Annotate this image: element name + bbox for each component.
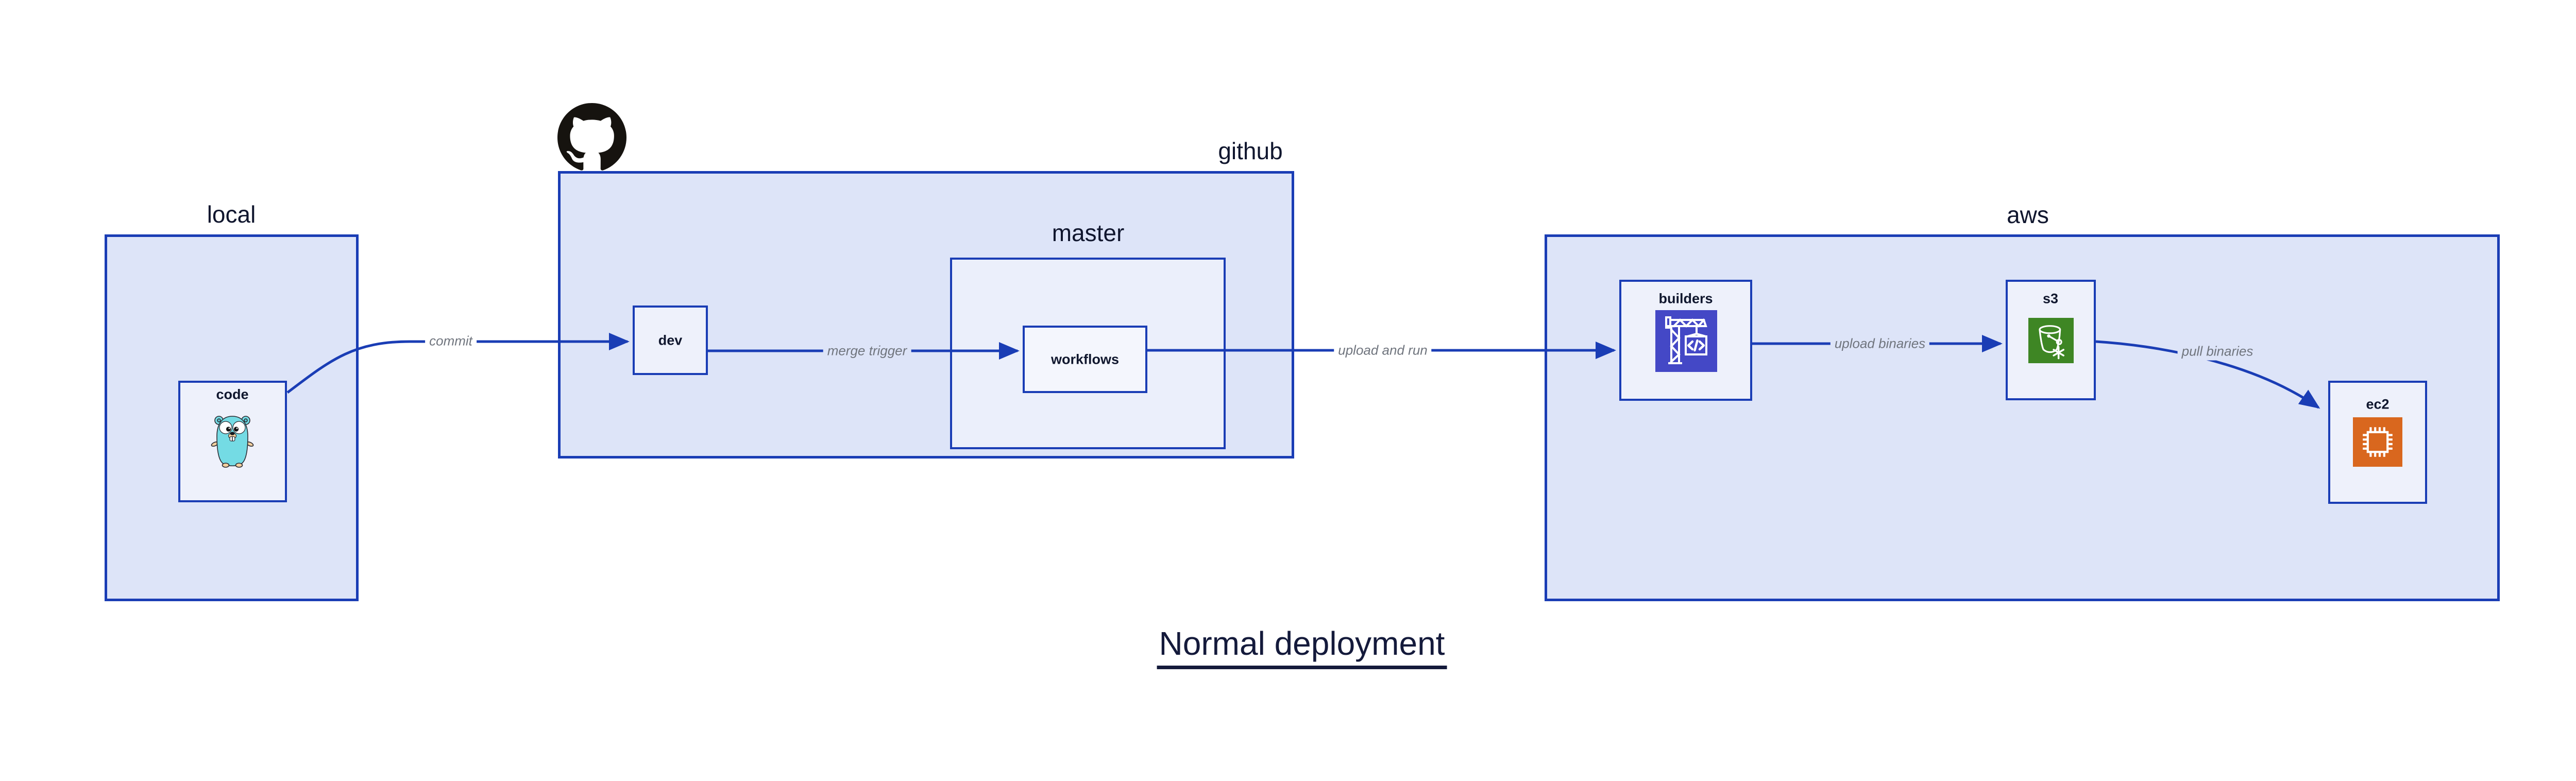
node-box-dev — [633, 305, 708, 375]
codebuild-crane-icon — [1655, 310, 1717, 372]
node-label-code: code — [216, 386, 249, 402]
node-label-dev: dev — [658, 332, 683, 348]
edge-label-pull-binaries: pull binaries — [2177, 342, 2258, 361]
node-label-workflows: workflows — [1050, 351, 1120, 367]
edge-label-commit: commit — [425, 332, 477, 350]
edge-label-merge-trigger: merge trigger — [823, 342, 911, 360]
group-label-github: github — [1218, 138, 1283, 164]
node-label-ec2: ec2 — [2366, 396, 2389, 412]
node-label-s3: s3 — [2042, 291, 2059, 307]
go-gopher-icon — [211, 416, 254, 468]
github-octocat-logo — [557, 103, 626, 171]
edge-label-upload-binaries: upload binaries — [1830, 334, 1930, 353]
ec2-chip-icon — [2353, 417, 2402, 467]
group-label-local: local — [207, 201, 256, 228]
group-label-aws: aws — [2007, 201, 2049, 228]
s3-glacier-bucket-icon — [2028, 318, 2074, 363]
edge-label-upload-and-run: upload and run — [1334, 341, 1432, 360]
node-label-builders: builders — [1658, 291, 1713, 307]
diagram-title: Normal deployment — [1157, 624, 1447, 669]
node-box-workflows — [1023, 326, 1147, 393]
node-box-builders — [1619, 280, 1752, 401]
group-label-master: master — [1052, 219, 1125, 246]
